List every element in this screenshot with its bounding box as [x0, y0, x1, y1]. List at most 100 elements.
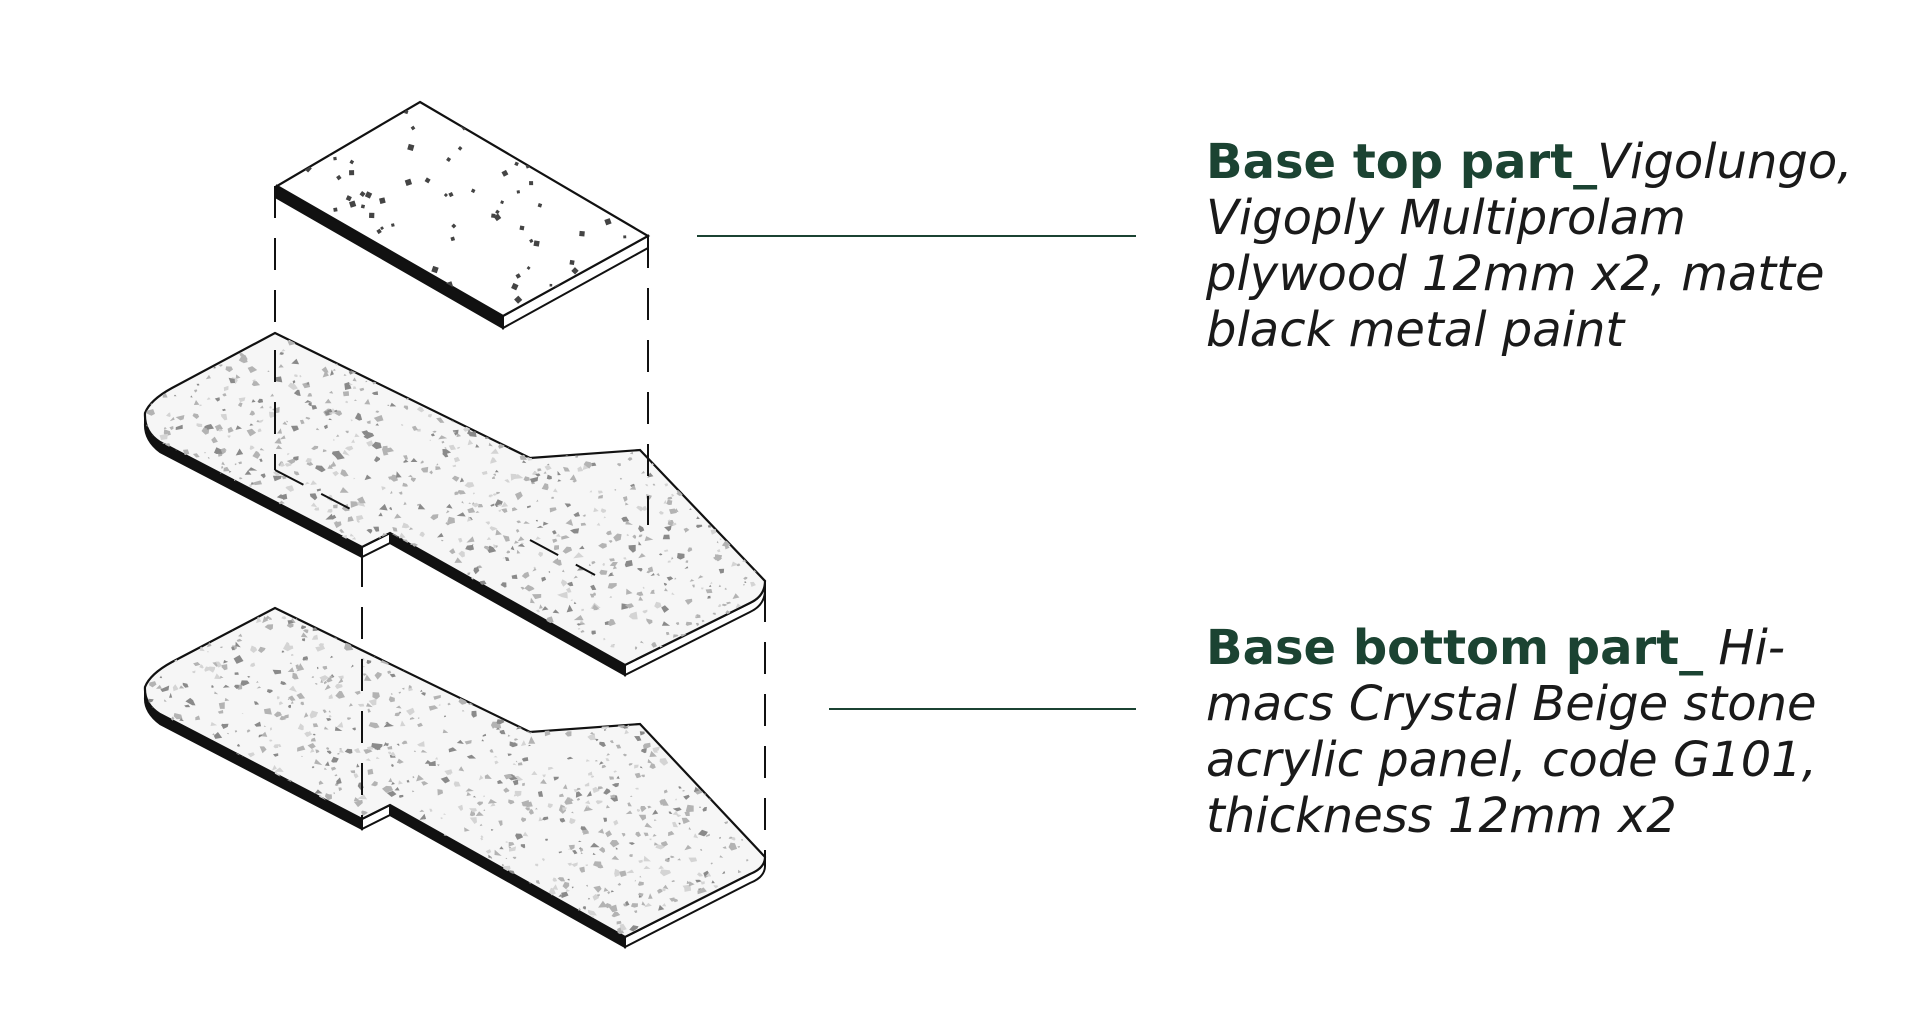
terrazzo-chip — [499, 891, 503, 893]
terrazzo-chip — [248, 610, 254, 617]
terrazzo-chip — [275, 792, 286, 802]
terrazzo-chip — [717, 419, 728, 425]
terrazzo-chip — [734, 631, 738, 634]
terrazzo-chip — [477, 329, 479, 330]
terrazzo-chip — [218, 428, 223, 432]
terrazzo-chip — [649, 838, 652, 841]
terrazzo-chip — [695, 622, 700, 627]
terrazzo-chip — [621, 379, 626, 384]
terrazzo-chip — [517, 536, 525, 542]
plywood-dot — [339, 108, 344, 113]
terrazzo-chip — [699, 806, 702, 808]
terrazzo-chip — [392, 625, 399, 634]
terrazzo-chip — [504, 653, 508, 656]
terrazzo-chip — [281, 608, 286, 610]
terrazzo-chip — [377, 890, 381, 896]
terrazzo-chip — [238, 544, 243, 548]
terrazzo-chip — [361, 430, 369, 436]
terrazzo-chip — [410, 458, 418, 462]
terrazzo-chip — [163, 555, 167, 558]
terrazzo-chip — [679, 670, 683, 673]
terrazzo-chip — [681, 658, 689, 663]
terrazzo-chip — [240, 908, 251, 916]
terrazzo-chip — [187, 643, 192, 646]
terrazzo-chip — [655, 402, 660, 407]
terrazzo-chip — [448, 337, 455, 345]
terrazzo-chip — [270, 594, 278, 603]
terrazzo-chip — [703, 655, 712, 660]
terrazzo-chip — [609, 840, 620, 848]
terrazzo-chip — [701, 782, 710, 787]
terrazzo-chip — [164, 800, 170, 805]
terrazzo-chip — [349, 533, 355, 537]
terrazzo-chip — [630, 903, 638, 908]
terrazzo-chip — [389, 474, 398, 482]
terrazzo-chip — [233, 500, 242, 506]
terrazzo-chip — [514, 738, 519, 741]
terrazzo-chip — [490, 721, 498, 729]
terrazzo-chip — [566, 371, 573, 377]
terrazzo-chip — [456, 512, 466, 517]
terrazzo-chip — [349, 852, 355, 857]
terrazzo-chip — [480, 676, 485, 679]
terrazzo-chip — [611, 783, 619, 788]
terrazzo-chip — [656, 573, 660, 576]
terrazzo-chip — [163, 426, 167, 430]
terrazzo-chip — [719, 334, 725, 338]
terrazzo-chip — [652, 358, 663, 366]
terrazzo-chip — [537, 791, 544, 797]
terrazzo-chip — [701, 652, 710, 659]
terrazzo-chip — [183, 591, 188, 595]
terrazzo-chip — [706, 731, 712, 735]
plywood-dot — [360, 204, 366, 209]
terrazzo-chip — [413, 630, 417, 633]
terrazzo-chip — [303, 712, 309, 718]
terrazzo-chip — [505, 557, 510, 561]
terrazzo-chip — [373, 526, 380, 532]
terrazzo-chip — [345, 572, 355, 576]
terrazzo-chip — [183, 614, 188, 618]
terrazzo-chip — [582, 514, 586, 517]
terrazzo-chip — [155, 504, 162, 511]
terrazzo-chip — [296, 570, 299, 572]
terrazzo-chip — [596, 894, 600, 897]
dash-mid-hidden — [274, 469, 363, 516]
terrazzo-chip — [273, 881, 278, 887]
terrazzo-chip — [199, 404, 202, 407]
terrazzo-chip — [183, 449, 190, 456]
terrazzo-chip — [469, 343, 475, 347]
label-base-top-part: Base top part_Vigolungo, Vigoply Multipr… — [1206, 134, 1886, 358]
terrazzo-chip — [383, 609, 389, 614]
terrazzo-chip — [713, 934, 720, 937]
terrazzo-chip — [619, 923, 627, 931]
terrazzo-chip — [589, 593, 595, 598]
terrazzo-chip — [223, 337, 230, 344]
terrazzo-chip — [396, 892, 402, 899]
terrazzo-chip — [491, 640, 494, 642]
terrazzo-chip — [705, 589, 713, 594]
terrazzo-chip — [695, 879, 702, 883]
plywood-dot — [424, 177, 431, 184]
terrazzo-chip — [487, 876, 492, 881]
terrazzo-chip — [729, 767, 737, 774]
terrazzo-chip — [215, 661, 223, 668]
plywood-dot — [328, 107, 334, 113]
terrazzo-chip — [170, 623, 177, 630]
terrazzo-chip — [546, 616, 554, 624]
terrazzo-chip — [418, 602, 423, 606]
terrazzo-chip — [325, 513, 334, 520]
terrazzo-chip — [527, 641, 533, 645]
terrazzo-chip — [438, 703, 441, 706]
terrazzo-chip — [235, 619, 243, 625]
terrazzo-chip — [383, 372, 391, 379]
terrazzo-chip — [452, 627, 459, 634]
terrazzo-chip — [517, 370, 523, 375]
terrazzo-chip — [161, 515, 165, 519]
terrazzo-chip — [505, 841, 508, 843]
terrazzo-chip — [186, 849, 192, 853]
terrazzo-chip — [196, 488, 202, 492]
terrazzo-chip — [456, 662, 462, 667]
terrazzo-chip — [343, 373, 347, 376]
terrazzo-chip — [185, 510, 193, 517]
terrazzo-chip — [428, 705, 439, 711]
